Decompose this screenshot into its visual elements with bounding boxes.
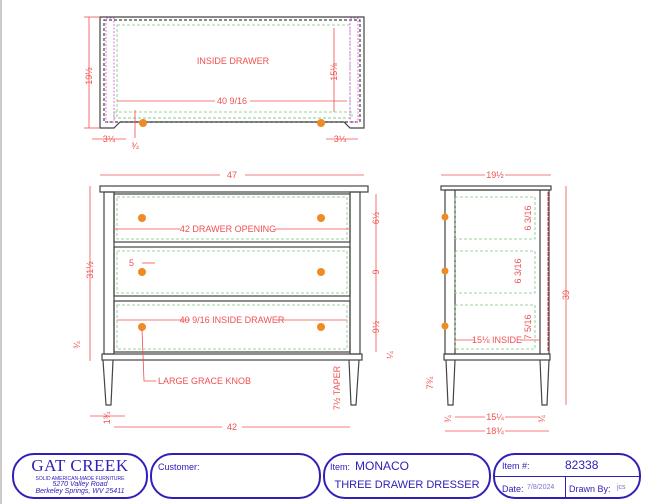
item-label: Item:: [330, 462, 351, 472]
knob-icon: [441, 267, 449, 275]
knob-icon: [317, 214, 325, 222]
top-inside-depth-dim: 15⅛: [329, 63, 339, 81]
front-height-dim: 31½: [85, 261, 95, 279]
leg-right-dim: ¾: [537, 415, 547, 423]
leg-inset-dim: ¾: [72, 341, 82, 349]
overall-height-dim: 39: [561, 290, 571, 300]
customer-block: Customer:: [150, 453, 321, 499]
total-depth-dim: 18¾: [486, 426, 504, 436]
company-logo: GAT CREEK: [31, 456, 129, 475]
drawn-by-label: Drawn By:: [569, 484, 611, 494]
item-number: 82338: [565, 458, 599, 472]
inside-drawer-dim: 40 9/16 INSIDE DRAWER: [180, 315, 285, 325]
item-number-label: Item #:: [502, 461, 530, 471]
top-side-left-dim: 3¼: [103, 134, 116, 144]
item-number-block: Item #: 82338 Date: 7/8/2024 Drawn By: j…: [493, 453, 641, 499]
knob-icon: [317, 119, 325, 127]
top-side-right-dim: 3¼: [334, 134, 347, 144]
side-depth-dim: 19½: [486, 170, 504, 180]
top-depth-dim: 19½: [84, 67, 94, 85]
knob-icon: [138, 268, 146, 276]
side-d1-dim: 6 3/16: [523, 205, 533, 230]
knob-offset-dim: 5: [129, 258, 134, 268]
knob-icon: [317, 268, 325, 276]
date-label: Date:: [502, 484, 524, 494]
item-description: THREE DRAWER DRESSER: [334, 479, 480, 491]
drawer2-dim: 9: [371, 269, 381, 274]
company-address2: Berkeley Springs, WV 25411: [35, 488, 125, 495]
company-address1: 5270 Valley Road: [52, 481, 108, 488]
knob-icon: [441, 213, 449, 221]
drawer-opening-dim: 42 DRAWER OPENING: [180, 224, 276, 234]
knob-icon: [138, 214, 146, 222]
leg-span-dim: 42: [227, 422, 237, 432]
leg-left-dim: ¾: [443, 415, 453, 423]
drawer-3: [113, 300, 351, 353]
top-inside-width-dim: 40 9/16: [217, 96, 247, 106]
customer-label: Customer:: [158, 462, 200, 472]
drawer1-dim: 6½: [371, 211, 381, 224]
top-inside-label: INSIDE DRAWER: [197, 56, 270, 66]
drawer-2: [113, 246, 351, 297]
side-view: 19½ 39 6 3/16 6 3/16 7 5/16 15⅛ INSIDE 7…: [425, 170, 571, 436]
date-value: 7/8/2024: [527, 484, 555, 491]
drawer3-dim: 9½: [371, 320, 381, 333]
leg-width-dim: 1¾: [102, 411, 112, 424]
top-view: 19½ INSIDE DRAWER 15⅛ 40 9/16 3¼ 3¼ ¾: [84, 16, 365, 151]
side-d2-dim: 6 3/16: [513, 258, 523, 283]
company-tagline: SOLID AMERICAN-MADE FURNITURE: [35, 476, 125, 482]
top-offset-dim: ¾: [131, 141, 139, 151]
knob-label: LARGE GRACE KNOB: [158, 376, 251, 386]
drawer-1: [113, 193, 351, 243]
side-d3-dim: 7 5/16: [523, 314, 533, 339]
company-block: GAT CREEK SOLID AMERICAN-MADE FURNITURE …: [12, 453, 148, 499]
leg-height-dim: 7¾: [425, 376, 435, 389]
knob-icon: [139, 119, 147, 127]
item-block: Item: MONACO THREE DRAWER DRESSER: [323, 453, 491, 499]
drawn-by-value: jcs: [617, 484, 626, 491]
knob-icon: [317, 323, 325, 331]
knob-icon: [138, 323, 146, 331]
leg-span-side-dim: 15¼: [486, 412, 504, 422]
side-inside-dim: 15⅛ INSIDE: [472, 335, 522, 345]
bottom-gap-dim: ¼: [385, 351, 395, 359]
front-view: 47 31½ 6½ 9 9½ ¼ 42 DRAWER OPENING 5 40 …: [72, 170, 395, 432]
front-width-dim: 47: [227, 170, 237, 180]
knob-icon: [441, 322, 449, 330]
item-name: MONACO: [355, 459, 409, 473]
taper-dim: 7½ TAPER: [332, 365, 342, 410]
